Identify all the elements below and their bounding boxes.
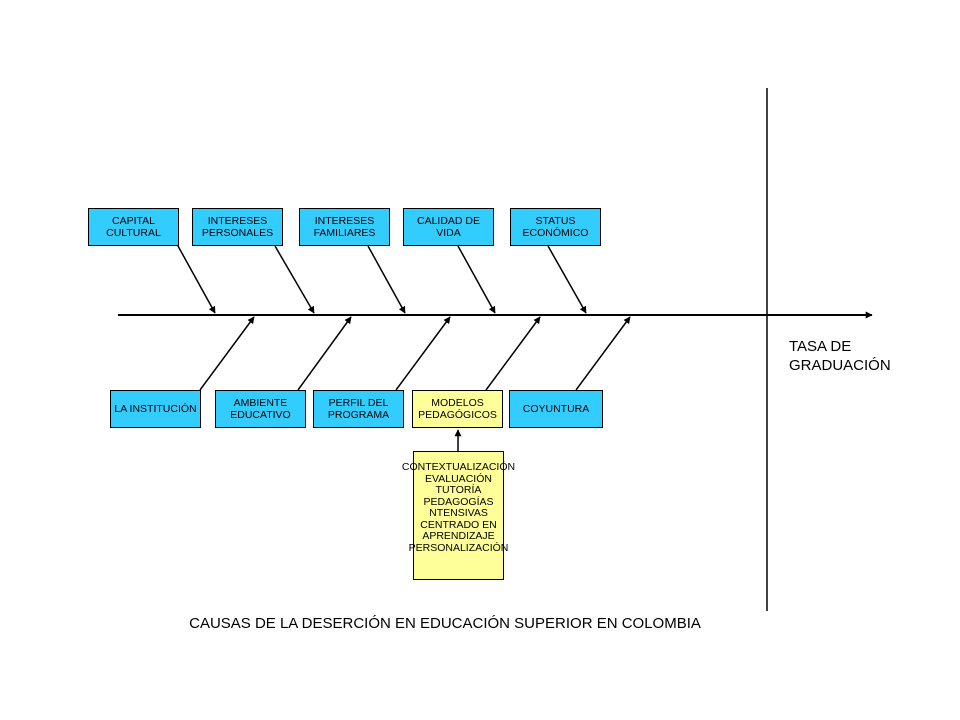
- bone-capital-cultural: [177, 245, 216, 314]
- cause-box-coyuntura: COYUNTURA: [509, 390, 603, 428]
- cause-box-calidad-de-vida: CALIDAD DE VIDA: [403, 208, 494, 246]
- cause-box-intereses-familiares: INTERESES FAMILIARES: [299, 208, 390, 246]
- cause-box-status-economico: STATUS ECONÓMICO: [510, 208, 601, 246]
- cause-box-modelos-pedagogicos: MODELOS PEDAGÓGICOS: [412, 390, 503, 428]
- bone-status-economico: [547, 245, 587, 314]
- cause-box-capital-cultural: CAPITAL CULTURAL: [88, 208, 179, 246]
- bone-la-institucion: [199, 316, 255, 391]
- effect-label: TASA DE GRADUACIÓN: [789, 338, 891, 374]
- bone-calidad-de-vida: [457, 245, 496, 314]
- cause-box-la-institucion: LA INSTITUCIÓN: [110, 390, 201, 428]
- cause-box-intereses-personales: INTERESES PERSONALES: [192, 208, 283, 246]
- bone-perfil-del-programa: [395, 316, 451, 391]
- diagram-caption: CAUSAS DE LA DESERCIÓN EN EDUCACIÓN SUPE…: [189, 615, 701, 632]
- bone-coyuntura: [575, 316, 631, 391]
- bone-intereses-personales: [274, 245, 315, 314]
- bone-modelos-pedagogicos: [485, 316, 541, 391]
- bone-ambiente-educativo: [297, 316, 352, 391]
- sub-causes-box: CONTEXTUALIZACIÓN EVALUACIÓN TUTORÍA PED…: [402, 451, 515, 580]
- cause-box-perfil-del-programa: PERFIL DEL PROGRAMA: [313, 390, 404, 428]
- bone-intereses-familiares: [367, 245, 406, 314]
- cause-box-ambiente-educativo: AMBIENTE EDUCATIVO: [215, 390, 306, 428]
